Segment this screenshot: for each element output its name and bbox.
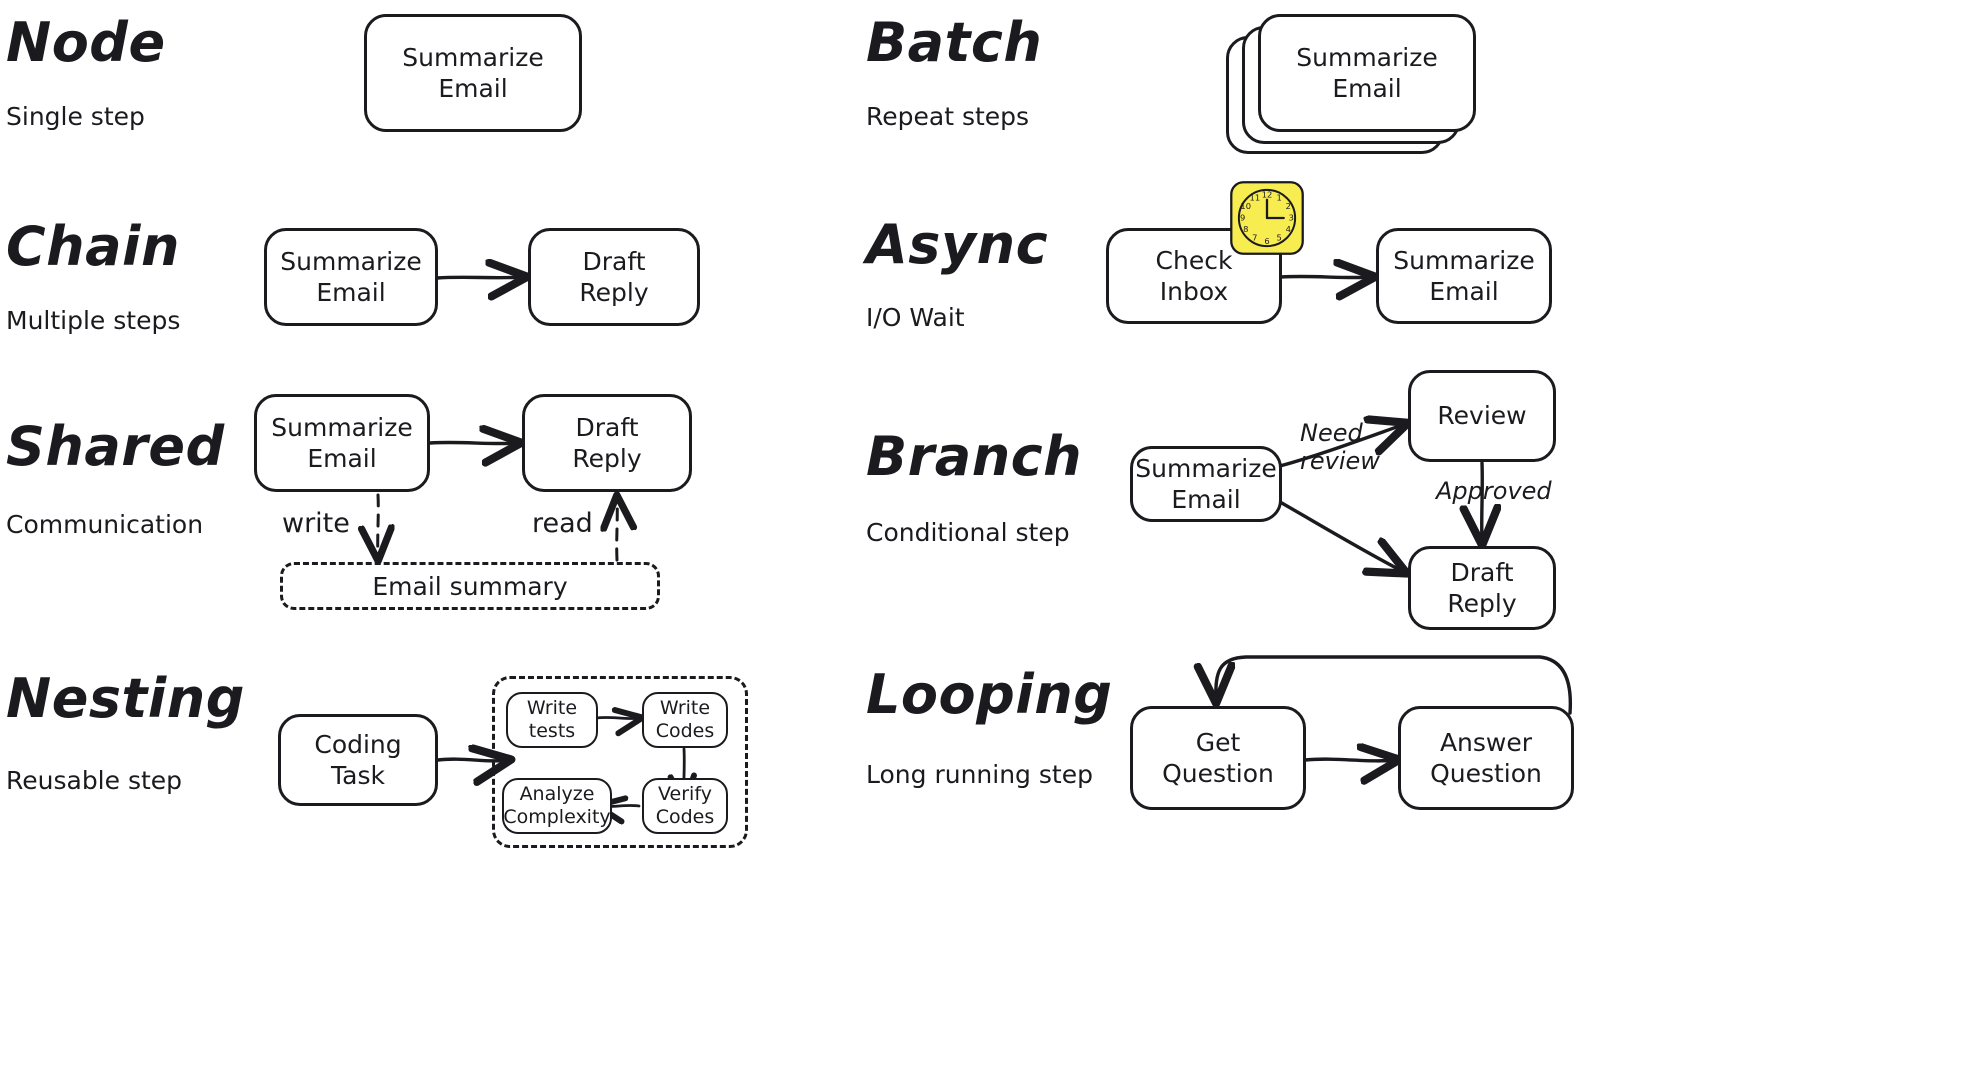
edge-async-1 — [1279, 276, 1372, 277]
section-title-shared: Shared — [6, 415, 225, 478]
node-label: Draft Reply — [1447, 557, 1517, 618]
section-title-nesting: Nesting — [6, 667, 245, 730]
node-nesting-analyze-complexity[interactable]: Analyze Complexity — [502, 778, 612, 834]
node-branch-draft-reply[interactable]: Draft Reply — [1408, 546, 1556, 630]
node-label: Summarize Email — [1135, 453, 1277, 514]
node-branch-summarize-email[interactable]: Summarize Email — [1130, 446, 1282, 522]
edge-label-write: write — [282, 508, 350, 539]
node-loop-get-question[interactable]: Get Question — [1130, 706, 1306, 810]
section-title-node: Node — [6, 11, 166, 74]
section-title-chain: Chain — [6, 215, 180, 278]
node-label: Verify Codes — [655, 783, 715, 828]
node-label: Summarize Email — [402, 42, 544, 103]
svg-text:5: 5 — [1277, 232, 1282, 242]
node-shared-draft-reply[interactable]: Draft Reply — [522, 394, 692, 492]
node-shared-summarize-email[interactable]: Summarize Email — [254, 394, 430, 492]
section-subtitle-looping: Long running step — [866, 760, 1093, 789]
node-label: Summarize Email — [1393, 245, 1535, 306]
edge-shared-write — [378, 493, 379, 558]
section-title-batch: Batch — [866, 11, 1043, 74]
node-label: Summarize Email — [271, 412, 413, 473]
node-label: Write Codes — [655, 697, 715, 742]
svg-text:9: 9 — [1240, 213, 1245, 223]
section-title-looping: Looping — [866, 663, 1113, 726]
section-title-branch: Branch — [866, 425, 1083, 488]
node-label: Draft Reply — [579, 246, 649, 307]
edge-label-approved: Approved — [1436, 477, 1552, 505]
svg-text:2: 2 — [1286, 201, 1291, 211]
svg-text:3: 3 — [1289, 213, 1294, 223]
svg-text:10: 10 — [1240, 201, 1251, 211]
edge-shared-1 — [428, 442, 518, 443]
section-subtitle-shared: Communication — [6, 510, 204, 539]
node-label: Summarize Email — [280, 246, 422, 307]
section-subtitle-chain: Multiple steps — [6, 306, 181, 335]
edge-label-read: read — [532, 508, 593, 539]
svg-text:12: 12 — [1262, 190, 1273, 200]
node-label: Review — [1437, 401, 1527, 431]
node-label: Analyze Complexity — [503, 783, 611, 828]
node-branch-review[interactable]: Review — [1408, 370, 1556, 462]
node-nesting-verify-codes[interactable]: Verify Codes — [642, 778, 728, 834]
node-label: Draft Reply — [572, 412, 642, 473]
section-subtitle-async: I/O Wait — [866, 303, 965, 332]
section-subtitle-node: Single step — [6, 102, 145, 131]
edge-branch-direct — [1278, 500, 1404, 572]
node-nesting-write-codes[interactable]: Write Codes — [642, 692, 728, 748]
node-label: Coding Task — [314, 729, 402, 790]
node-nesting-write-tests[interactable]: Write tests — [506, 692, 598, 748]
edge-label-need-review: Need review — [1300, 419, 1380, 475]
edge-chain-1 — [435, 277, 524, 278]
node-summarize-email[interactable]: Summarize Email — [364, 14, 582, 132]
node-label: Write tests — [526, 697, 578, 742]
node-chain-summarize-email[interactable]: Summarize Email — [264, 228, 438, 326]
section-title-async: Async — [866, 213, 1049, 276]
svg-text:4: 4 — [1286, 224, 1291, 234]
svg-text:6: 6 — [1264, 236, 1269, 246]
node-async-summarize-email[interactable]: Summarize Email — [1376, 228, 1552, 324]
node-label: Answer Question — [1430, 727, 1542, 788]
node-label: Get Question — [1162, 727, 1274, 788]
node-batch-summarize-email[interactable]: Summarize Email — [1258, 14, 1476, 132]
edge-loop-forward — [1303, 759, 1396, 761]
edge-shared-read — [617, 498, 618, 562]
shared-store-email-summary: Email summary — [280, 562, 660, 610]
node-nesting-coding-task[interactable]: Coding Task — [278, 714, 438, 806]
svg-text:11: 11 — [1250, 193, 1261, 203]
svg-text:8: 8 — [1243, 224, 1248, 234]
node-label: Check Inbox — [1155, 245, 1233, 306]
section-subtitle-batch: Repeat steps — [866, 102, 1030, 131]
section-subtitle-nesting: Reusable step — [6, 766, 183, 795]
section-subtitle-branch: Conditional step — [866, 518, 1070, 547]
edge-loop-back — [1216, 655, 1573, 715]
svg-text:7: 7 — [1252, 232, 1257, 242]
store-label: Email summary — [372, 571, 568, 601]
node-loop-answer-question[interactable]: Answer Question — [1398, 706, 1574, 810]
node-chain-draft-reply[interactable]: Draft Reply — [528, 228, 700, 326]
svg-text:1: 1 — [1277, 193, 1282, 203]
node-label: Summarize Email — [1296, 42, 1438, 103]
